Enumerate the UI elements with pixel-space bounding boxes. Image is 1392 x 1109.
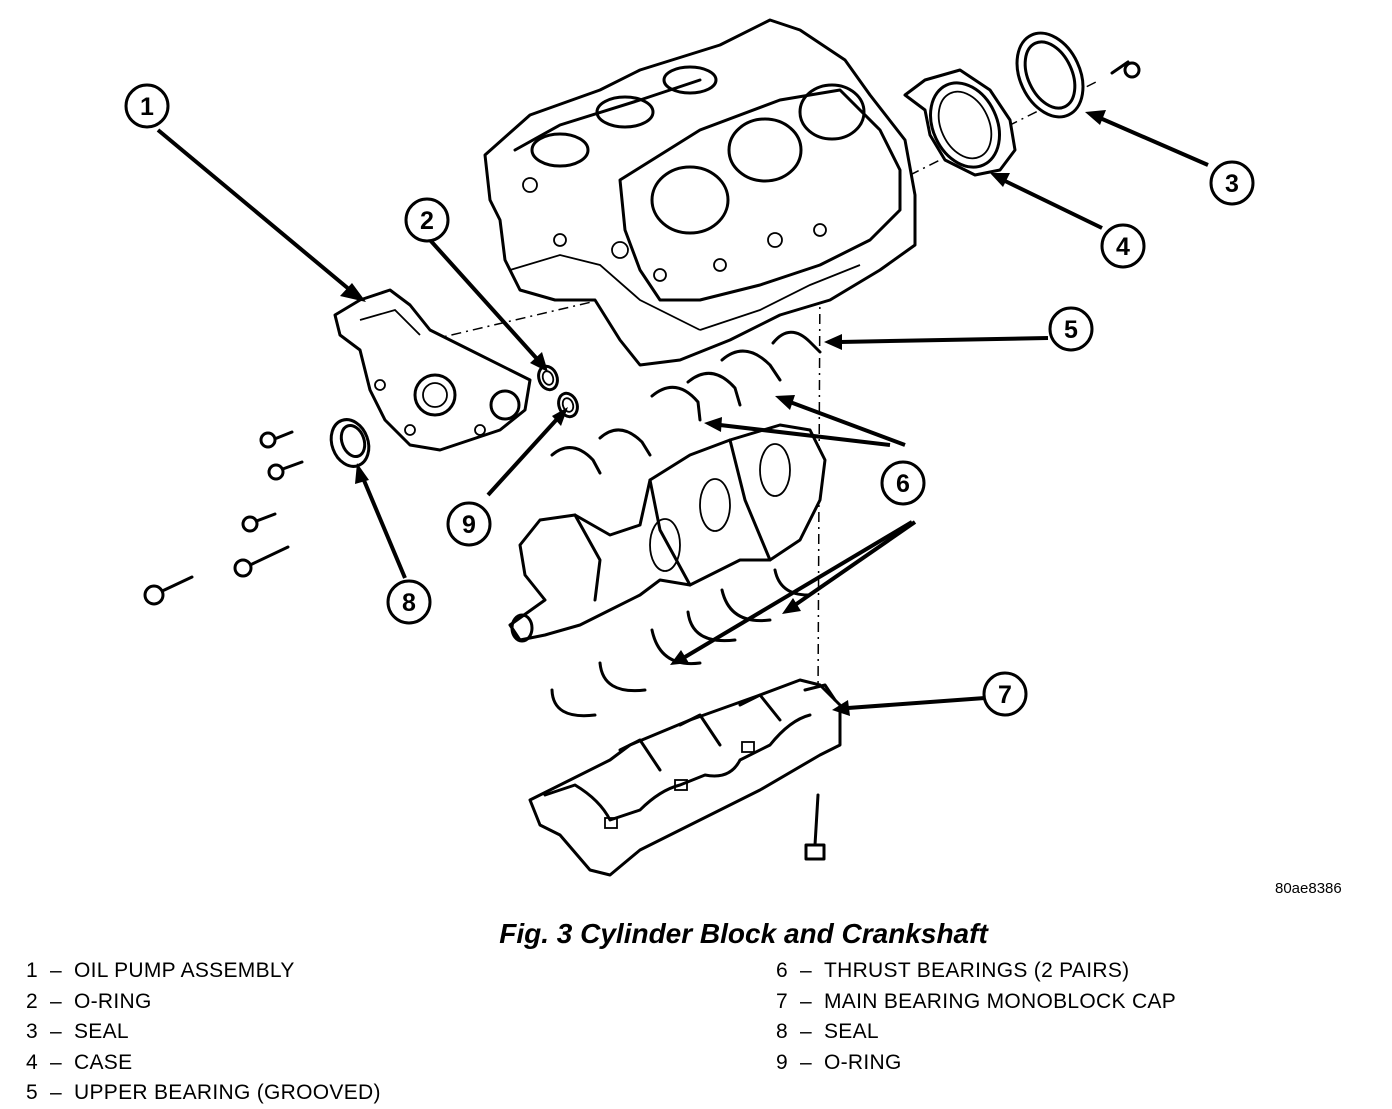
legend-label: SEAL (74, 1020, 129, 1043)
legend-separator: – (800, 959, 812, 982)
callout-number: 2 (420, 207, 434, 235)
legend-number: 7 (776, 989, 788, 1013)
callout-2: 2 (404, 197, 450, 243)
legend-separator: – (800, 1050, 812, 1074)
cap-bolt (804, 793, 826, 861)
legend-label: THRUST BEARINGS (2 PAIRS) (824, 959, 1130, 982)
callout-8: 8 (386, 579, 432, 625)
legend-item: 3–SEAL (26, 1017, 381, 1048)
legend-number: 6 (776, 959, 788, 982)
front-seal (329, 418, 371, 468)
callout-number: 3 (1225, 170, 1239, 198)
legend-number: 2 (26, 989, 38, 1013)
figure-title: Fig. 3 Cylinder Block and Crankshaft (499, 918, 988, 949)
legend-item: 6–THRUST BEARINGS (2 PAIRS) (776, 956, 1176, 987)
callout-7: 7 (982, 671, 1028, 717)
callout-number: 4 (1116, 233, 1130, 261)
block-cap-alignment-line (817, 269, 821, 701)
legend-item: 7–MAIN BEARING MONOBLOCK CAP (776, 987, 1176, 1018)
legend-number: 1 (26, 959, 38, 982)
callout-3: 3 (1209, 160, 1255, 206)
upper-bearing-shells (550, 330, 822, 475)
callout-1: 1 (124, 83, 170, 129)
legend-label: CASE (74, 1050, 133, 1074)
legend-number: 8 (776, 1020, 788, 1043)
legend-number: 5 (26, 1081, 38, 1104)
callout-number: 1 (140, 93, 154, 121)
legend-label: O-RING (74, 989, 152, 1013)
callout-4: 4 (1100, 223, 1146, 269)
exploded-view-diagram: 1 2 3 4 5 6 7 8 9 (124, 18, 1255, 877)
lower-bearing-shells (550, 568, 810, 718)
o-ring-upper (537, 364, 559, 392)
legend-separator: – (50, 1081, 62, 1104)
legend-separator: – (50, 1020, 62, 1043)
oil-pump-assembly (333, 288, 532, 452)
legend-item: 5–UPPER BEARING (GROOVED) (26, 1078, 381, 1109)
callout-number: 6 (896, 470, 910, 498)
legend-separator: – (50, 989, 62, 1013)
legend-label: OIL PUMP ASSEMBLY (74, 959, 295, 982)
rear-seal-case (903, 68, 1017, 177)
leader-lines (156, 110, 1209, 716)
callout-number: 8 (402, 589, 416, 617)
legend-number: 3 (26, 1020, 38, 1043)
legend-separator: – (800, 1020, 812, 1043)
callout-9: 9 (446, 501, 492, 547)
callout-6: 6 (880, 460, 926, 506)
legend-right-column: 6–THRUST BEARINGS (2 PAIRS) 7–MAIN BEARI… (776, 956, 1176, 1078)
legend-item: 4–CASE (26, 1048, 381, 1079)
legend-label: SEAL (824, 1020, 879, 1043)
crankshaft (508, 423, 827, 643)
legend-separator: – (800, 989, 812, 1013)
oil-pump-alignment-line (429, 299, 601, 341)
callout-5: 5 (1048, 306, 1094, 352)
legend-label: MAIN BEARING MONOBLOCK CAP (824, 989, 1177, 1013)
legend-item: 8–SEAL (776, 1017, 1176, 1048)
legend-number: 4 (26, 1050, 38, 1074)
callout-number: 9 (462, 511, 476, 539)
legend-separator: – (50, 959, 62, 982)
cylinder-block (483, 18, 917, 367)
main-bearing-monoblock-cap (528, 678, 842, 877)
legend-separator: – (50, 1050, 62, 1074)
rear-seal (1015, 31, 1085, 119)
legend-left-column: 1–OIL PUMP ASSEMBLY 2–O-RING 3–SEAL 4–CA… (26, 956, 381, 1109)
legend-item: 9–O-RING (776, 1048, 1176, 1079)
rear-case-bolt (1110, 60, 1141, 79)
figure-reference-code: 80ae8386 (1275, 880, 1342, 897)
legend-label: O-RING (824, 1050, 902, 1074)
legend-item: 2–O-RING (26, 987, 381, 1018)
legend-number: 9 (776, 1050, 788, 1074)
oil-pump-bolts (143, 430, 304, 606)
legend-label: UPPER BEARING (GROOVED) (74, 1081, 381, 1104)
callout-number: 7 (998, 681, 1012, 709)
legend-item: 1–OIL PUMP ASSEMBLY (26, 956, 381, 987)
callout-number: 5 (1064, 316, 1078, 344)
